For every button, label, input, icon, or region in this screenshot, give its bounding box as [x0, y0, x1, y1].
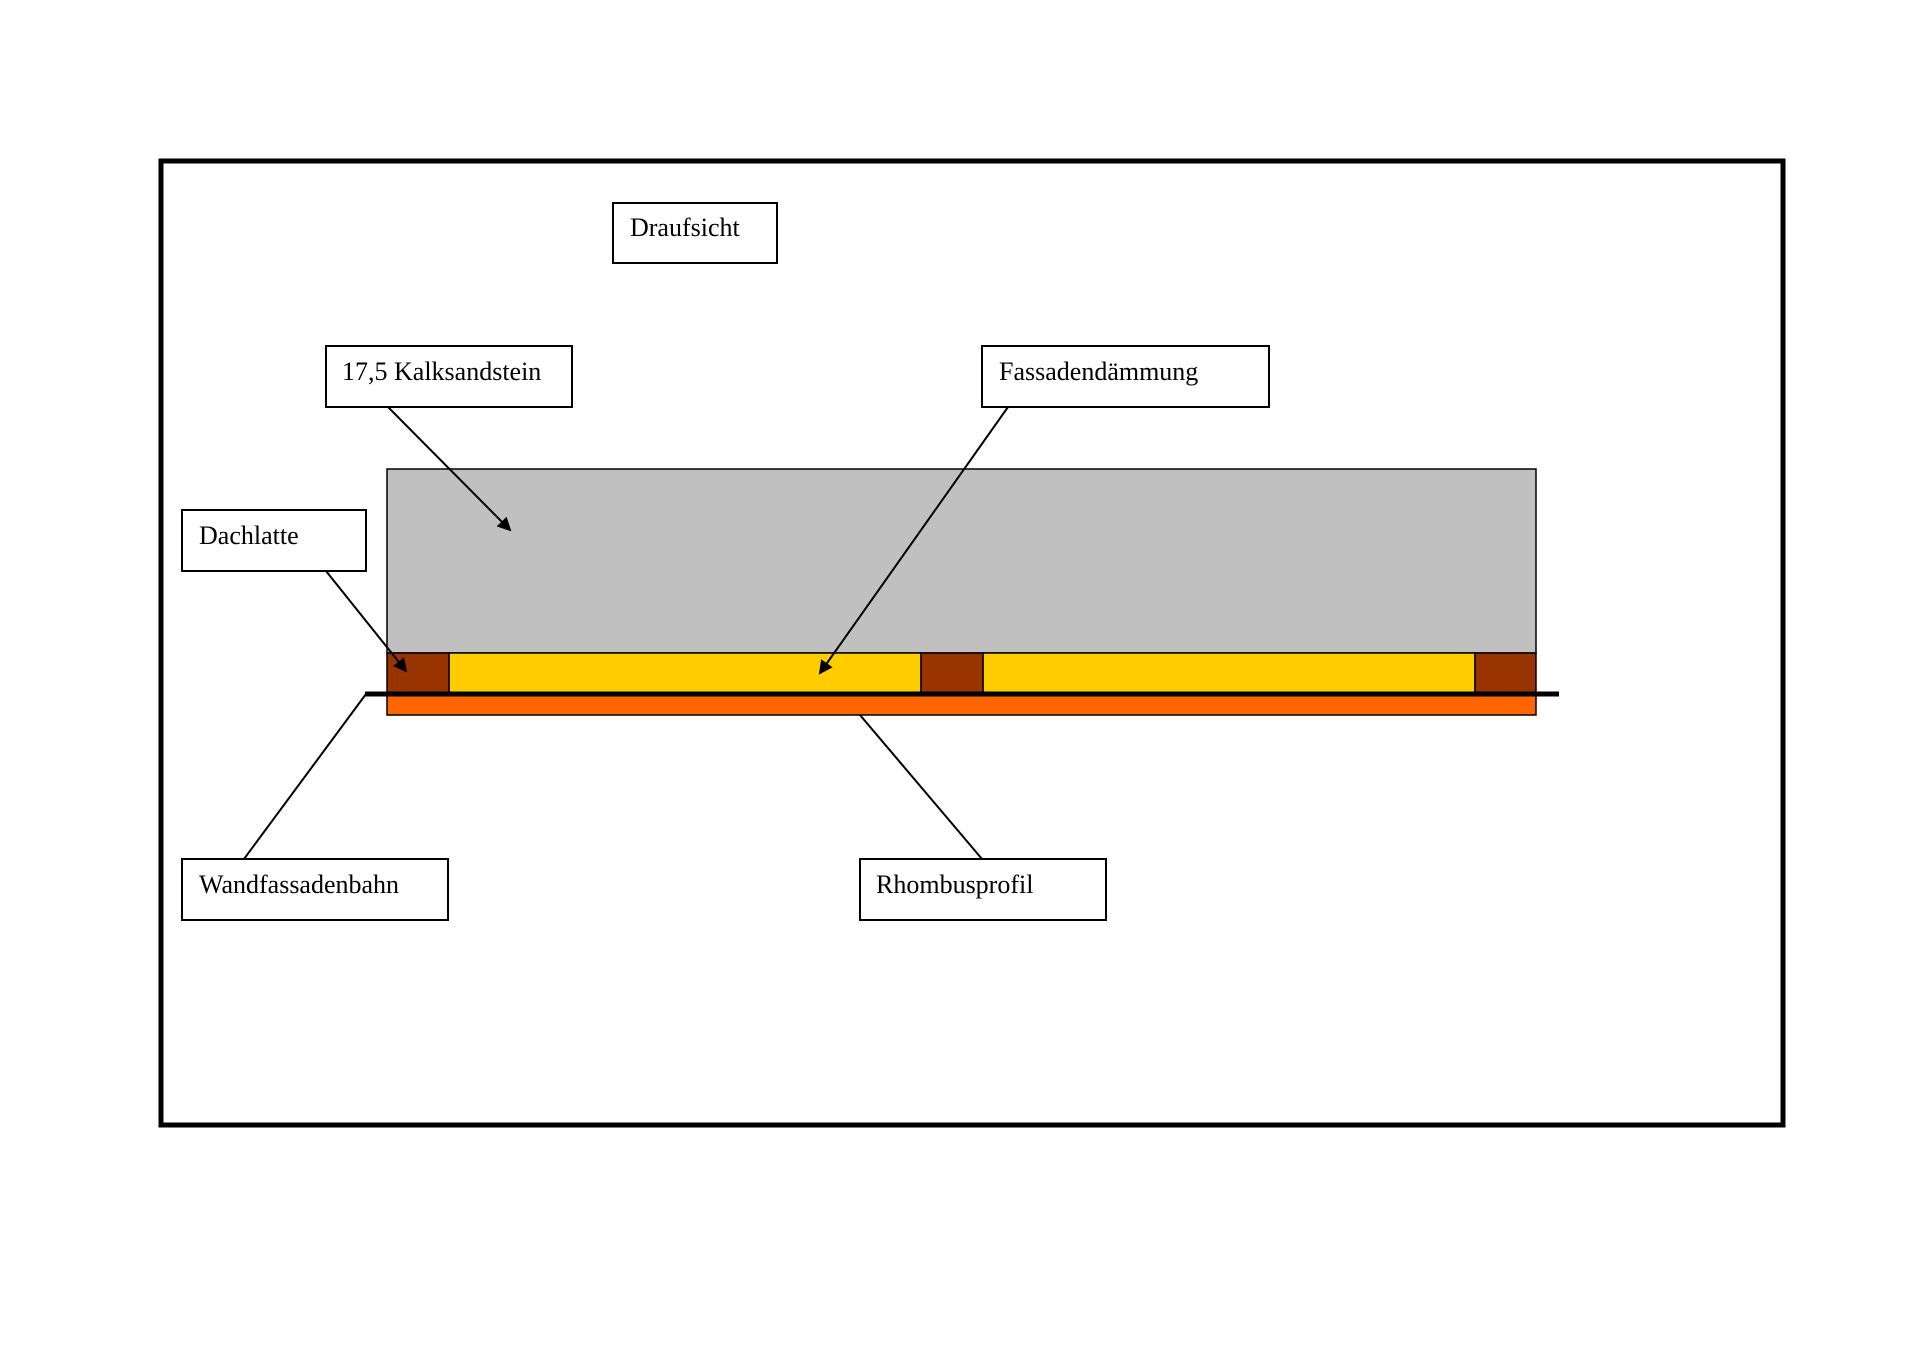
label-box: [612, 202, 778, 264]
kalksandstein-wall: [386, 468, 1537, 654]
label-box: [859, 858, 1107, 921]
dachlatte-batten: [1474, 652, 1537, 694]
label-box: [181, 858, 449, 921]
daemmung-panel: [982, 652, 1476, 694]
label-kalksandstein: 17,5 Kalksandstein: [325, 345, 573, 408]
label-draufsicht: Draufsicht: [612, 202, 778, 264]
drawing-frame: [158, 158, 1786, 1128]
leader-line-rhombusprofil: [859, 714, 983, 860]
label-text: Dachlatte: [199, 521, 299, 550]
label-fassadendaemmung: Fassadendämmung: [981, 345, 1270, 408]
leader-line-wandfassadenbahn: [243, 693, 367, 860]
rhombusprofil-cladding: [386, 694, 1537, 716]
daemmung-panel: [448, 652, 922, 694]
label-text: Wandfassadenbahn: [199, 870, 399, 899]
leader-arrow-kalksandstein: [387, 406, 512, 532]
label-dachlatte: Dachlatte: [181, 509, 367, 572]
leader-arrow-dachlatte: [325, 570, 408, 673]
label-text: Rhombusprofil: [876, 870, 1033, 899]
label-text: 17,5 Kalksandstein: [342, 357, 541, 386]
label-text: Draufsicht: [630, 213, 741, 242]
dachlatte-batten: [920, 652, 984, 694]
label-box: [325, 345, 573, 408]
label-box: [181, 509, 367, 572]
label-text: Fassadendämmung: [999, 357, 1198, 386]
label-rhombusprofil: Rhombusprofil: [859, 858, 1107, 921]
label-box: [981, 345, 1270, 408]
label-wandfassadenbahn: Wandfassadenbahn: [181, 858, 449, 921]
leader-arrow-fassadendaemmung: [818, 406, 1009, 675]
